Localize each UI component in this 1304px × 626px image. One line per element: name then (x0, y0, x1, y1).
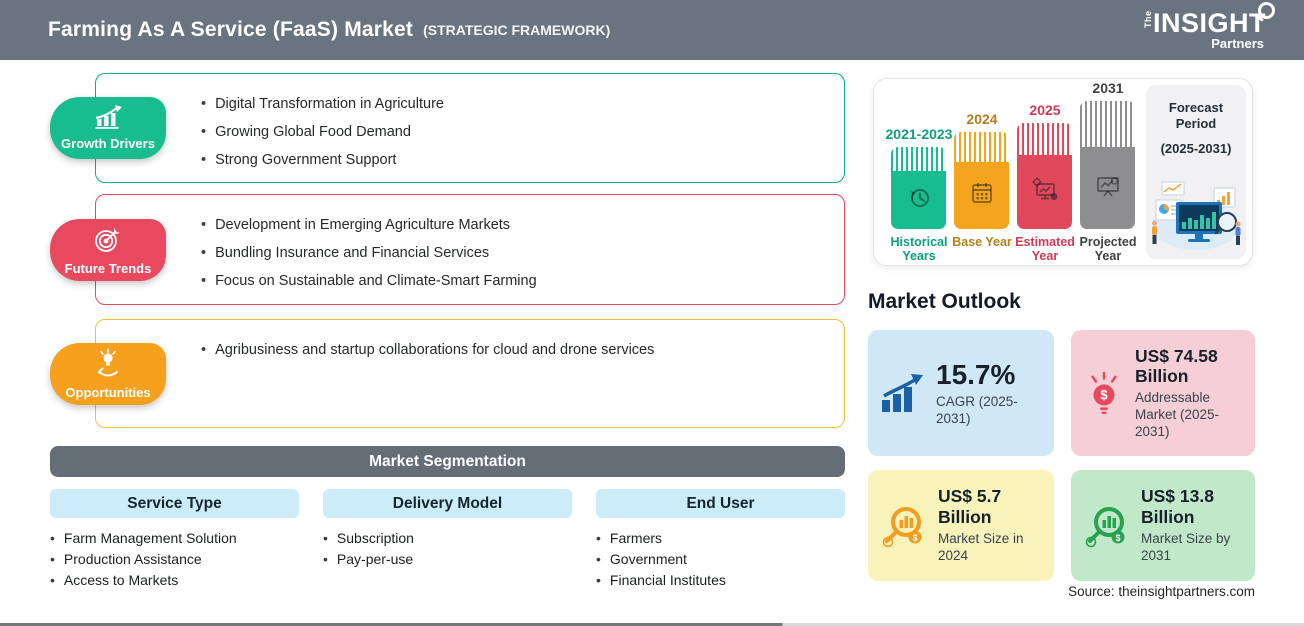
bottom-edge-divider (0, 623, 1304, 626)
svg-text:$: $ (1100, 388, 1108, 403)
header-bar: Farming As A Service (FaaS) Market (STRA… (0, 0, 1304, 60)
segment-column-service-type: Service Type Farm Management Solution Pr… (50, 489, 299, 590)
bar-stripes (954, 132, 1009, 162)
future-trends-badge: Future Trends (50, 219, 166, 281)
bar-stripes (1017, 123, 1072, 155)
timeline-caption: Historical Years (890, 235, 948, 264)
list-item: Financial Institutes (596, 570, 845, 590)
list-item: Farm Management Solution (50, 528, 299, 548)
future-trends-box: Development in Emerging Agriculture Mark… (95, 194, 845, 305)
logo-partners-text: Partners (1211, 35, 1264, 51)
timeline-bar-estimated (1017, 123, 1072, 229)
metric-value: US$ 5.7 Billion (938, 486, 1002, 528)
market-size-2031-card: $ US$ 13.8 Billion Market Size by 2031 (1071, 470, 1255, 581)
growth-chart-icon (93, 105, 123, 134)
list-item: Strong Government Support (201, 150, 824, 170)
list-item: Government (596, 549, 845, 569)
svg-text:$: $ (1115, 533, 1120, 543)
magnifier-lens-icon (1258, 1, 1275, 19)
timeline-caption: Estimated Year (1015, 235, 1075, 264)
bulb-hand-icon (93, 348, 123, 383)
segment-column-end-user: End User Farmers Government Financial In… (596, 489, 845, 590)
calendar-icon (969, 180, 995, 211)
svg-text:$: $ (912, 533, 917, 543)
timeline-bar-historical (891, 147, 946, 229)
list-item: Pay-per-use (323, 549, 572, 569)
list-item: Digital Transformation in Agriculture (201, 94, 824, 114)
forecast-title: Forecast Period (1168, 100, 1224, 132)
segment-title: Delivery Model (323, 489, 572, 518)
presentation-chart-icon (1094, 173, 1122, 204)
metric-desc: Market Size by 2031 (1141, 530, 1231, 563)
market-segmentation-header: Market Segmentation (50, 446, 845, 477)
dollar-bulb-icon: $ (1083, 370, 1125, 416)
badge-label: Opportunities (65, 385, 151, 400)
timeline-year-label: 2031 (1092, 80, 1124, 96)
bar-body (1080, 147, 1135, 229)
growth-drivers-box: Digital Transformation in Agriculture Gr… (95, 73, 845, 183)
timeline-caption: Projected Year (1079, 235, 1137, 264)
list-item: Farmers (596, 528, 845, 548)
bar-body (1017, 155, 1072, 229)
timeline-caption: Base Year (952, 235, 1012, 249)
logo-the-text: The (1142, 10, 1153, 28)
list-item: Bundling Insurance and Financial Service… (201, 243, 824, 263)
computer-analytics-icon (1031, 177, 1059, 208)
research-timeline-card: 2021-2023 2024 2025 2031 (873, 78, 1253, 266)
opportunities-box: Agribusiness and startup collaborations … (95, 319, 845, 428)
bar-body (954, 162, 1009, 229)
list-item: Subscription (323, 528, 572, 548)
target-dart-icon (93, 224, 123, 259)
timeline-bar-base (954, 132, 1009, 229)
list-item: Development in Emerging Agriculture Mark… (201, 215, 824, 235)
list-item: Agribusiness and startup collaborations … (201, 340, 824, 360)
bar-growth-icon (880, 372, 926, 414)
cagr-card: 15.7% CAGR (2025-2031) (868, 330, 1054, 456)
page-subtitle: (STRATEGIC FRAMEWORK) (423, 22, 611, 38)
list-item: Access to Markets (50, 570, 299, 590)
source-attribution: Source: theinsightpartners.com (1068, 584, 1255, 599)
bar-stripes (1080, 101, 1135, 147)
list-item: Growing Global Food Demand (201, 122, 824, 142)
metric-value: 15.7% (936, 359, 1016, 391)
badge-label: Future Trends (64, 261, 152, 276)
magnifier-chart-icon: $ (1083, 502, 1131, 550)
analytics-team-illustration (1148, 176, 1244, 254)
segment-title: End User (596, 489, 845, 518)
segment-column-delivery-model: Delivery Model Subscription Pay-per-use (323, 489, 572, 590)
magnifier-chart-icon: $ (880, 502, 928, 550)
bar-body (891, 171, 946, 229)
forecast-period-panel: Forecast Period (2025-2031) (1146, 85, 1246, 259)
list-item: Focus on Sustainable and Climate-Smart F… (201, 271, 824, 291)
segmentation-columns: Service Type Farm Management Solution Pr… (50, 489, 845, 590)
timeline-year-label: 2024 (966, 111, 998, 127)
metric-value: US$ 74.58 Billion (1135, 345, 1218, 387)
metric-value: US$ 13.8 Billion (1141, 486, 1214, 528)
bar-stripes (891, 147, 946, 171)
forecast-range: (2025-2031) (1160, 140, 1232, 156)
list-item: Production Assistance (50, 549, 299, 569)
segment-title: Service Type (50, 489, 299, 518)
timeline-year-label: 2021-2023 (885, 126, 953, 142)
market-size-2024-card: $ US$ 5.7 Billion Market Size in 2024 (868, 470, 1054, 581)
logo-insight-text: INSIGHT (1153, 1, 1275, 37)
metric-desc: Market Size in 2024 (938, 530, 1024, 563)
timeline-year-label: 2025 (1029, 102, 1061, 118)
history-clock-icon (906, 185, 932, 216)
metric-desc: Addressable Market (2025-2031) (1135, 389, 1220, 439)
badge-label: Growth Drivers (61, 136, 155, 151)
timeline-bar-projected (1080, 101, 1135, 229)
addressable-market-card: $ US$ 74.58 Billion Addressable Market (… (1071, 330, 1255, 456)
page-title: Farming As A Service (FaaS) Market (48, 18, 414, 41)
insight-partners-logo: The INSIGHT Partners (1142, 1, 1275, 51)
metric-desc: CAGR (2025-2031) (936, 394, 1018, 427)
opportunities-badge: Opportunities (50, 343, 166, 405)
market-outlook-title: Market Outlook (868, 290, 1021, 313)
growth-drivers-badge: Growth Drivers (50, 97, 166, 159)
